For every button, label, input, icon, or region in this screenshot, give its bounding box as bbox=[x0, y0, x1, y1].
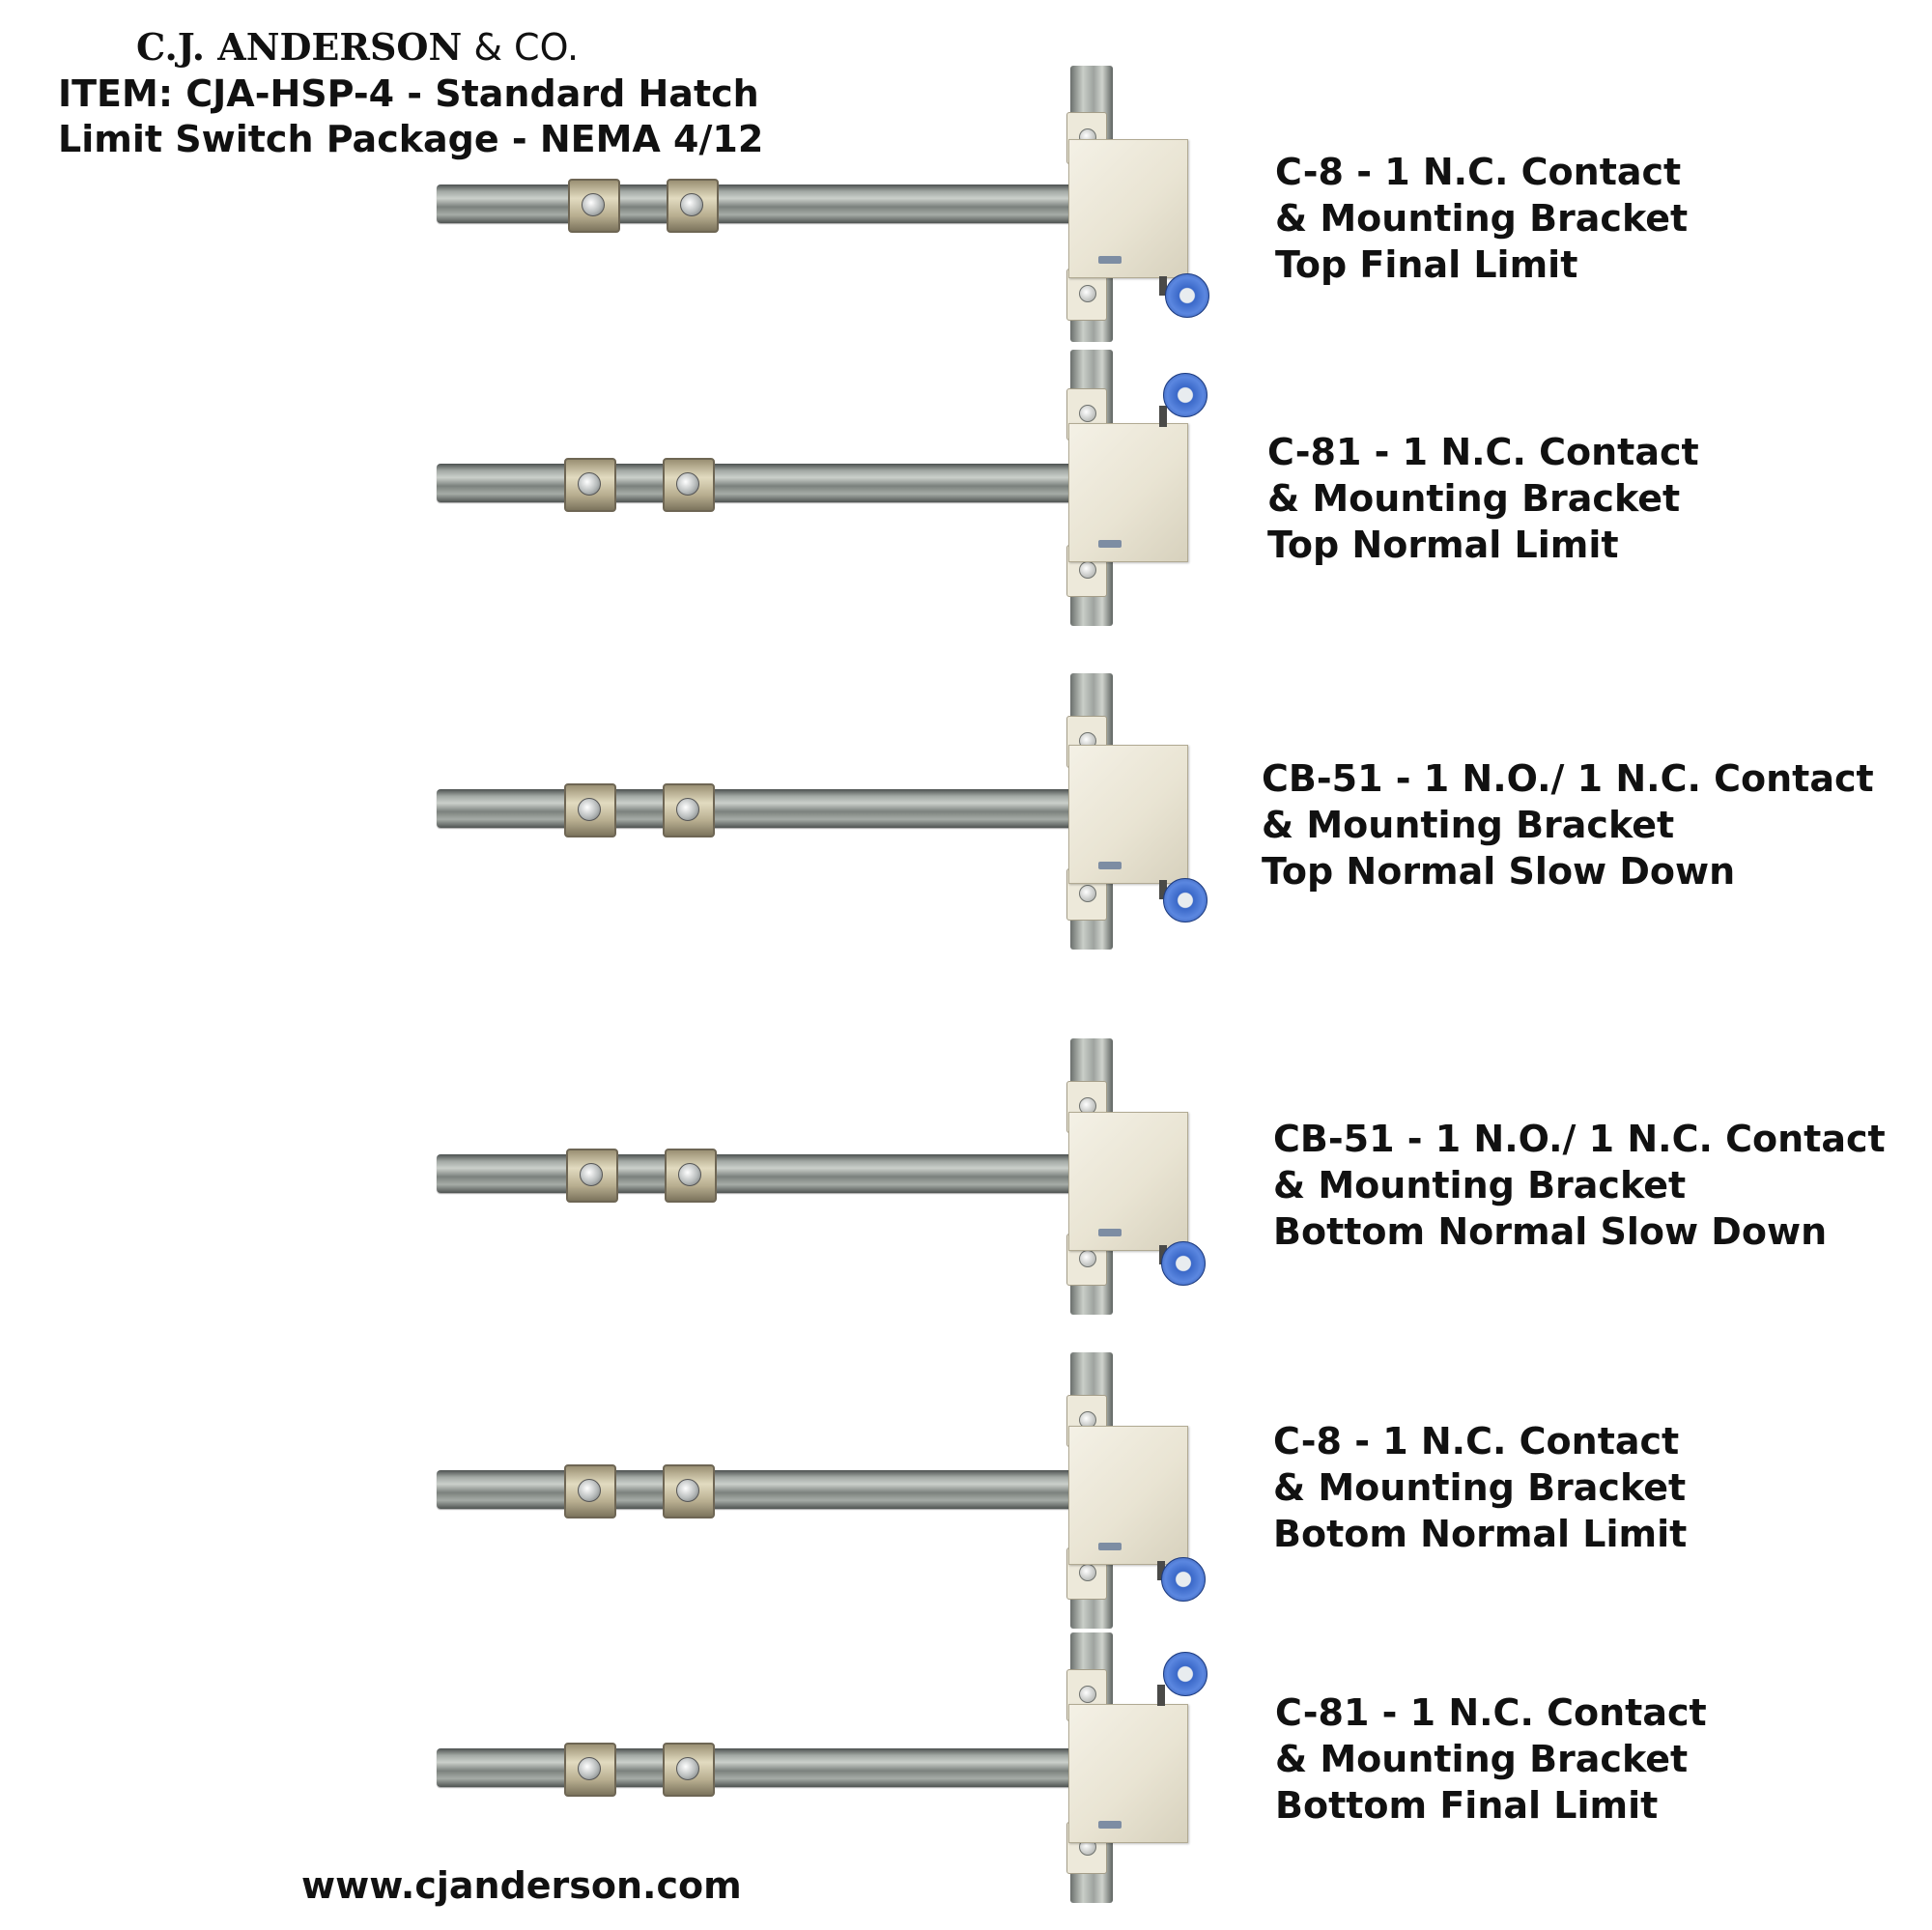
roller-arm bbox=[1159, 880, 1167, 899]
switch-function: Top Normal Slow Down bbox=[1262, 850, 1736, 893]
company-suffix: & CO. bbox=[473, 26, 580, 69]
switch-label: C-8 - 1 N.C. Contact & Mounting Bracket … bbox=[1273, 1418, 1687, 1557]
switch-label: C-81 - 1 N.C. Contact & Mounting Bracket… bbox=[1275, 1689, 1707, 1829]
switch-function: Botom Normal Limit bbox=[1273, 1513, 1688, 1555]
rod-clamp bbox=[566, 1149, 618, 1203]
limit-switch-assembly bbox=[425, 1632, 1236, 1913]
rod-clamp bbox=[564, 1464, 616, 1518]
switch-label: C-81 - 1 N.C. Contact & Mounting Bracket… bbox=[1267, 429, 1699, 568]
roller-icon bbox=[1163, 1652, 1208, 1696]
switch-model-contact: C-81 - 1 N.C. Contact bbox=[1275, 1691, 1707, 1734]
company-name: C.J. ANDERSON bbox=[135, 25, 463, 69]
roller-icon bbox=[1165, 273, 1209, 318]
mounting-rod bbox=[437, 1154, 1074, 1193]
switch-function: Bottom Normal Slow Down bbox=[1273, 1210, 1828, 1253]
mounting-rod bbox=[437, 464, 1074, 502]
limit-switch-assembly bbox=[425, 1352, 1236, 1632]
rod-clamp bbox=[665, 1149, 717, 1203]
switch-body bbox=[1068, 423, 1188, 562]
switch-label: CB-51 - 1 N.O./ 1 N.C. Contact & Mountin… bbox=[1273, 1116, 1886, 1255]
rod-clamp bbox=[564, 458, 616, 512]
item-title-line-2: Limit Switch Package - NEMA 4/12 bbox=[58, 118, 764, 160]
switch-bracket: & Mounting Bracket bbox=[1262, 804, 1675, 846]
roller-arm bbox=[1157, 1685, 1165, 1706]
roller-icon bbox=[1161, 1241, 1206, 1286]
company-logo: C.J. ANDERSON & CO. bbox=[58, 23, 657, 71]
limit-switch-assembly bbox=[425, 66, 1236, 346]
switch-bracket: & Mounting Bracket bbox=[1273, 1164, 1687, 1206]
limit-switch-assembly bbox=[425, 1038, 1236, 1319]
switch-body bbox=[1068, 139, 1188, 278]
header: C.J. ANDERSON & CO. ITEM: CJA-HSP-4 - St… bbox=[58, 23, 792, 162]
rod-clamp bbox=[667, 179, 719, 233]
switch-bracket: & Mounting Bracket bbox=[1267, 477, 1681, 520]
roller-arm bbox=[1157, 1561, 1165, 1580]
mounting-rod bbox=[437, 184, 1074, 223]
switch-body bbox=[1068, 745, 1188, 884]
switch-label: C-8 - 1 N.C. Contact & Mounting Bracket … bbox=[1275, 149, 1688, 288]
switch-label: CB-51 - 1 N.O./ 1 N.C. Contact & Mountin… bbox=[1262, 755, 1874, 894]
switch-model-contact: C-8 - 1 N.C. Contact bbox=[1273, 1420, 1680, 1462]
rod-clamp bbox=[564, 783, 616, 837]
switch-function: Top Normal Limit bbox=[1267, 524, 1619, 566]
switch-bracket: & Mounting Bracket bbox=[1275, 197, 1689, 240]
switch-body bbox=[1068, 1704, 1188, 1843]
roller-icon bbox=[1161, 1557, 1206, 1602]
switch-model-contact: CB-51 - 1 N.O./ 1 N.C. Contact bbox=[1273, 1118, 1886, 1160]
rod-clamp bbox=[663, 1743, 715, 1797]
switch-model-contact: C-8 - 1 N.C. Contact bbox=[1275, 151, 1682, 193]
mounting-rod bbox=[437, 789, 1074, 828]
roller-icon bbox=[1163, 373, 1208, 417]
mounting-rod bbox=[437, 1748, 1074, 1787]
website-url: www.cjanderson.com bbox=[301, 1864, 742, 1907]
switch-function: Bottom Final Limit bbox=[1275, 1784, 1659, 1827]
roller-arm bbox=[1159, 406, 1167, 427]
switch-body bbox=[1068, 1426, 1188, 1565]
switch-function: Top Final Limit bbox=[1275, 243, 1578, 286]
mounting-rod bbox=[437, 1470, 1074, 1509]
switch-body bbox=[1068, 1112, 1188, 1251]
roller-icon bbox=[1163, 878, 1208, 922]
rod-clamp bbox=[663, 783, 715, 837]
switch-bracket: & Mounting Bracket bbox=[1275, 1738, 1689, 1780]
rod-clamp bbox=[568, 179, 620, 233]
limit-switch-assembly bbox=[425, 350, 1236, 630]
switch-model-contact: CB-51 - 1 N.O./ 1 N.C. Contact bbox=[1262, 757, 1874, 800]
limit-switch-assembly bbox=[425, 673, 1236, 953]
rod-clamp bbox=[663, 1464, 715, 1518]
rod-clamp bbox=[564, 1743, 616, 1797]
rod-clamp bbox=[663, 458, 715, 512]
bracket-tab bbox=[1066, 545, 1107, 597]
item-title-line-1: ITEM: CJA-HSP-4 - Standard Hatch bbox=[58, 72, 759, 115]
switch-model-contact: C-81 - 1 N.C. Contact bbox=[1267, 431, 1699, 473]
roller-arm bbox=[1159, 276, 1167, 296]
switch-bracket: & Mounting Bracket bbox=[1273, 1466, 1687, 1509]
